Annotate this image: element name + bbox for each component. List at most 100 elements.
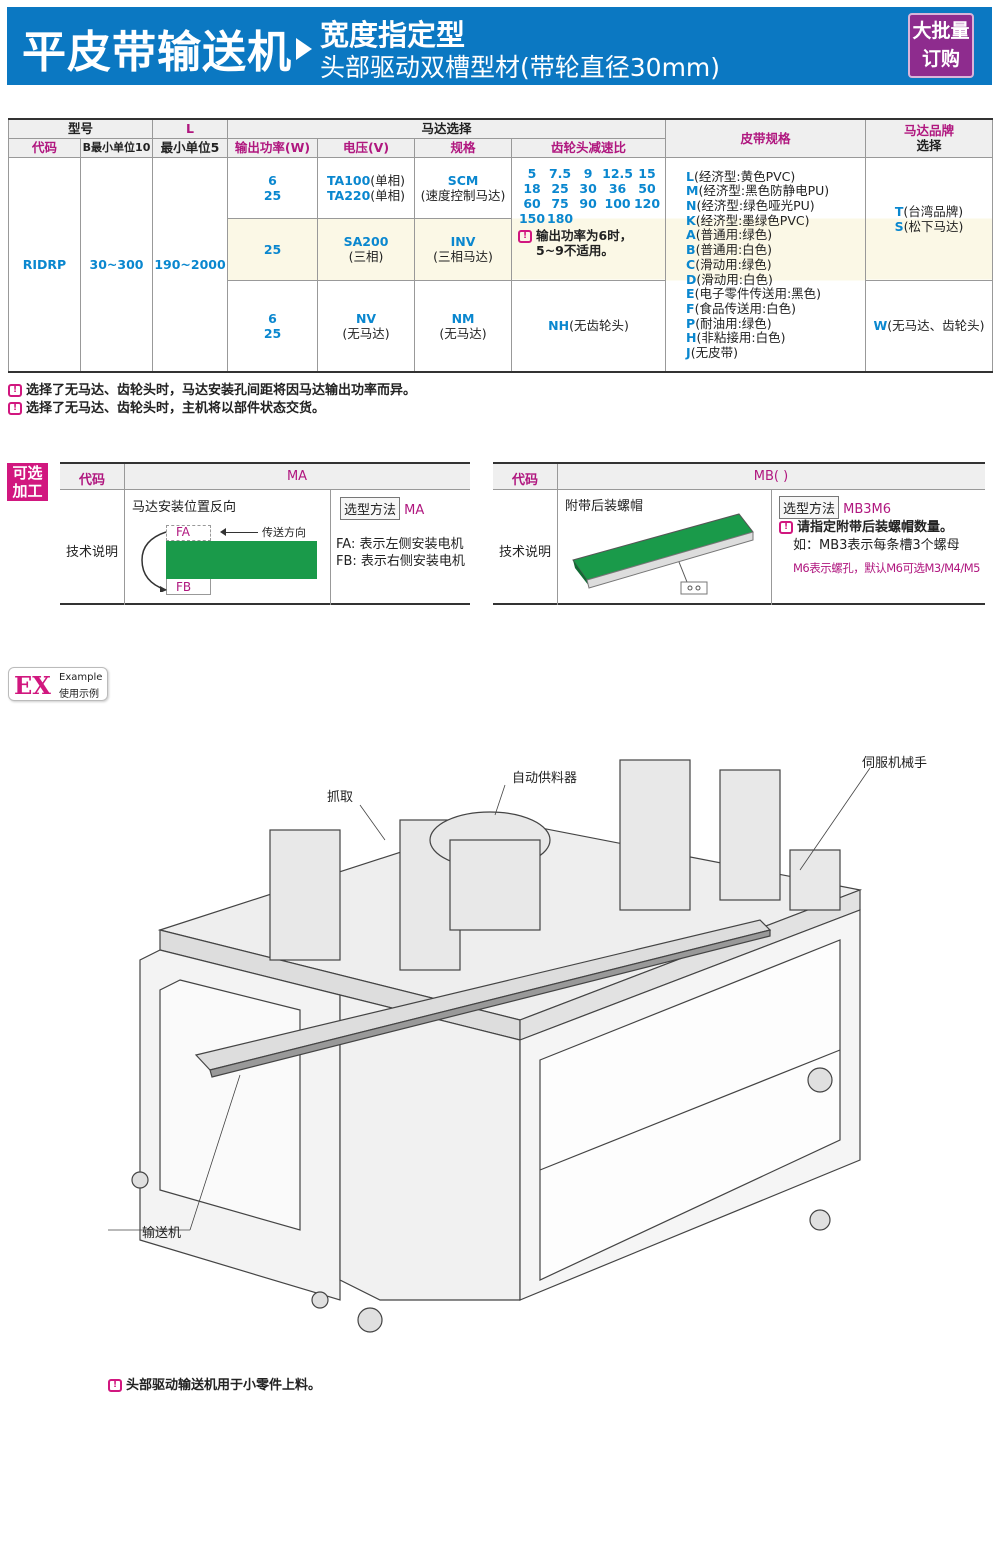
arrow-left-icon	[222, 532, 258, 533]
arrow-right-icon	[296, 38, 312, 60]
header-l: L	[152, 118, 229, 139]
option-code: MA	[286, 469, 308, 484]
header-motor: 马达选择	[227, 118, 667, 139]
info-icon: !	[8, 402, 22, 415]
gear-ratio: 75	[551, 195, 569, 211]
power-cell: 6 25	[227, 156, 319, 219]
belt-option: N(经济型:绿色哑光PU)	[686, 198, 815, 214]
belt-option: H(非粘接用:白色)	[686, 330, 786, 346]
mb-note-2: 如：MB3表示每条槽3个螺母	[793, 538, 960, 553]
voltage-cell: SA200(三相)	[317, 217, 416, 281]
page-title: 平皮带输送机	[22, 27, 292, 78]
example-note: !头部驱动输送机用于小零件上料。	[108, 1374, 321, 1393]
belt-option: J(无皮带)	[686, 345, 738, 361]
spec-cell: SCM(速度控制马达)	[414, 156, 513, 219]
tech-label: 技术说明	[65, 545, 118, 560]
belt-option: F(食品传送用:白色)	[686, 301, 797, 316]
info-icon: !	[518, 229, 533, 243]
gear-ratio: 5	[527, 165, 537, 181]
gear-ratio: 60	[523, 195, 541, 211]
gear-ratio: 120	[633, 195, 661, 211]
belt-option: E(电子零件传送用:黑色)	[686, 286, 822, 302]
info-icon: !	[108, 1379, 122, 1392]
voltage-cell: TA100(单相)TA220(单相)	[317, 156, 416, 219]
model-code: RIDRP	[8, 156, 81, 373]
brand-cell: T(台湾品牌)S(松下马达)	[865, 156, 994, 281]
motor-position-diagram: FA FB 传送方向	[140, 522, 330, 597]
label-feeder: 自动供料器	[512, 771, 578, 786]
spec-table: 型号 L 马达选择 皮带规格 马达品牌选择 代码 B最小单位10 最小单位5 输…	[7, 118, 994, 373]
header-model: 型号	[7, 118, 154, 139]
machine-illustration	[108, 759, 871, 1333]
header-voltage: 电压(V)	[317, 137, 416, 158]
header-banner	[7, 7, 992, 85]
selection-method: 选型方法 MB3M6	[779, 496, 891, 519]
belt-spec-list: L(经济型:黄色PVC)M(经济型:黑色防静电PU)N(经济型:绿色哑光PU)K…	[665, 156, 867, 373]
gear-ratio: 30	[579, 180, 597, 196]
header-b: B最小单位10	[79, 137, 154, 158]
gear-none-cell: NH(无齿轮头)	[511, 279, 667, 373]
belt-option: K(经济型:墨绿色PVC)	[686, 212, 810, 228]
gear-ratio: 12.5	[602, 165, 633, 181]
gear-ratio: 9	[583, 165, 593, 181]
note-1: !选择了无马达、齿轮头时，马达安装孔间距将因马达输出功率而异。	[8, 379, 416, 398]
fa-desc: FA: 表示左侧安装电机	[336, 537, 464, 552]
power-cell: 6 25	[227, 279, 319, 373]
note-2: !选择了无马达、齿轮头时，主机将以部件状态交货。	[8, 397, 325, 416]
label-robot: 伺服机械手	[862, 756, 928, 771]
header-l-unit: 最小单位5	[152, 137, 229, 158]
b-range: 30~300	[79, 156, 154, 373]
conveyor-illustration	[572, 513, 754, 595]
belt-option: D(滑动用:白色)	[686, 271, 773, 287]
example-badge: EX Example 使用示例	[8, 667, 108, 701]
header-belt: 皮带规格	[665, 118, 867, 158]
voltage-cell: NV(无马达)	[317, 279, 416, 373]
gear-ratio: 100	[604, 195, 631, 211]
header-brand: 马达品牌选择	[865, 118, 994, 158]
code-label: 代码	[511, 473, 538, 488]
gear-ratio: 15	[638, 165, 656, 181]
gear-ratio: 18	[523, 180, 541, 196]
info-icon: !	[8, 384, 22, 397]
power-cell: 25	[227, 217, 319, 281]
selection-method: 选型方法 MA	[340, 497, 424, 520]
belt-option: M(经济型:黑色防静电PU)	[686, 183, 830, 199]
option-desc: 附带后装螺帽	[565, 499, 644, 514]
option-ma: 代码 MA 技术说明 马达安装位置反向 FA FB 传送方向 选型方法 MA F…	[60, 462, 470, 605]
gear-ratio: 7.5	[548, 165, 572, 181]
mb-note-1: 请指定附带后装螺帽数量。	[797, 520, 954, 535]
header-code: 代码	[8, 137, 81, 158]
code-label: 代码	[78, 473, 105, 488]
mb-note-3: M6表示螺孔，默认M6可选M3/M4/M5	[793, 561, 980, 575]
info-icon: !	[779, 521, 793, 534]
gear-ratio: 36	[608, 180, 627, 196]
subtitle-detail: 头部驱动双槽型材(带轮直径30mm)	[320, 53, 721, 82]
belt-option: P(耐油用:绿色)	[686, 315, 772, 331]
optional-processing-tag: 可选加工	[7, 463, 48, 501]
gear-ratio: 25	[551, 180, 569, 196]
gear-ratio: 180	[547, 210, 574, 226]
tech-label: 技术说明	[498, 545, 551, 560]
spec-cell: INV(三相马达)	[414, 217, 513, 281]
subtitle: 宽度指定型	[320, 18, 466, 52]
gear-note: 输出功率为6时，5~9不适用。	[536, 227, 633, 258]
option-desc: 马达安装位置反向	[132, 500, 237, 515]
option-code: MB( )	[753, 469, 789, 484]
fb-desc: FB: 表示右侧安装电机	[336, 554, 465, 569]
belt-option: B(普通用:白色)	[686, 242, 773, 258]
label-grab: 抓取	[327, 790, 354, 805]
header-gear: 齿轮头减速比	[511, 137, 667, 158]
header-power: 输出功率(W)	[227, 137, 319, 158]
header-spec: 规格	[414, 137, 513, 158]
bulk-order-badge: 大批量订购	[908, 13, 974, 78]
belt-option: A(普通用:绿色)	[686, 227, 773, 243]
curved-arrow-icon	[141, 531, 167, 592]
gear-ratio: 150	[518, 210, 546, 226]
gear-ratio: 90	[579, 195, 597, 211]
option-mb: 代码 MB( ) 技术说明 附带后装螺帽 选型方法 MB3M6 ! 请指定附带后装…	[493, 462, 985, 605]
brand-none-cell: W(无马达、齿轮头)	[865, 279, 994, 373]
belt-option: C(滑动用:绿色)	[686, 256, 772, 272]
gear-ratio: 50	[638, 180, 656, 196]
spec-cell: NM(无马达)	[414, 279, 513, 373]
